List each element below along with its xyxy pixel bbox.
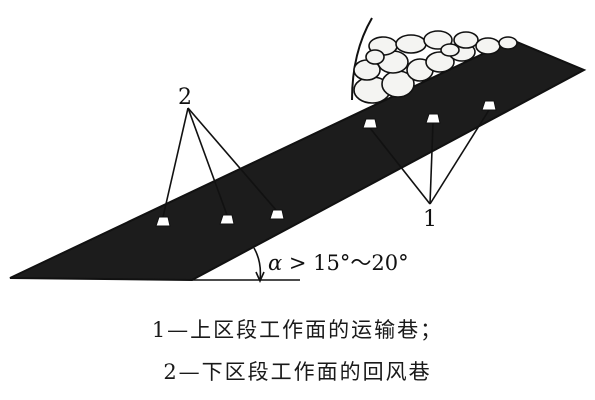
angle-arc xyxy=(253,247,262,281)
roadway-1b xyxy=(425,113,441,124)
coal-seam-diagram: 2 1 α > 15°～20° xyxy=(9,17,587,283)
rock-pile xyxy=(353,30,518,104)
angle-annotation: α > 15°～20° xyxy=(268,251,409,275)
roadway-1c xyxy=(481,100,497,111)
roadway-2c xyxy=(269,209,285,220)
angle-value: 15°～20° xyxy=(313,251,408,275)
roadway-1a xyxy=(362,118,378,129)
angle-arrowhead xyxy=(255,271,265,283)
callout-label-2: 2 xyxy=(178,85,192,110)
rock-contour-line xyxy=(351,17,373,101)
callout-label-1: 1 xyxy=(423,207,437,232)
coal-seam-layer xyxy=(9,38,587,282)
angle-relation: > xyxy=(289,251,307,275)
roadway-markers-1 xyxy=(362,100,497,129)
roadway-markers-2 xyxy=(155,209,285,227)
caption-line-1: 1—上区段工作面的运输巷； xyxy=(151,318,444,342)
roadway-2a xyxy=(155,216,171,227)
roadway-2b xyxy=(219,214,235,225)
caption-line-2: 2—下区段工作面的回风巷 xyxy=(163,360,432,384)
angle-symbol: α xyxy=(268,251,282,275)
leader-lines-1 xyxy=(369,109,490,205)
leader-lines-2 xyxy=(162,107,277,218)
